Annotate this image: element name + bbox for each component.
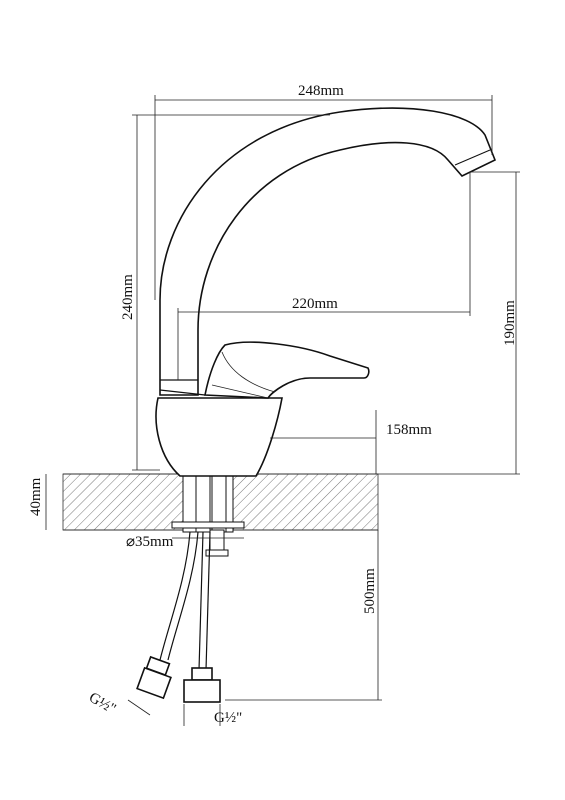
dim-hose-length: 500mm: [362, 568, 378, 614]
faucet-spout: [159, 107, 497, 396]
dimension-lines: [45, 95, 520, 726]
flexible-hoses: [136, 531, 221, 703]
dim-hole-diameter: ⌀35mm: [126, 534, 174, 550]
hose-nut-left: [136, 655, 172, 700]
dim-height-total: 240mm: [120, 274, 136, 320]
hose-nut-right: [183, 667, 221, 703]
faucet-body: [155, 341, 370, 477]
mounting-shank: [171, 473, 245, 557]
dim-reach: 220mm: [292, 296, 338, 312]
dim-counter-thickness: 40mm: [28, 477, 44, 516]
dim-thread-right: G½": [214, 710, 242, 726]
dim-thread-left: G½": [86, 690, 118, 718]
dim-width-total: 248mm: [298, 83, 344, 99]
dim-body-height: 158mm: [386, 422, 432, 438]
dim-spout-height: 190mm: [502, 300, 518, 346]
